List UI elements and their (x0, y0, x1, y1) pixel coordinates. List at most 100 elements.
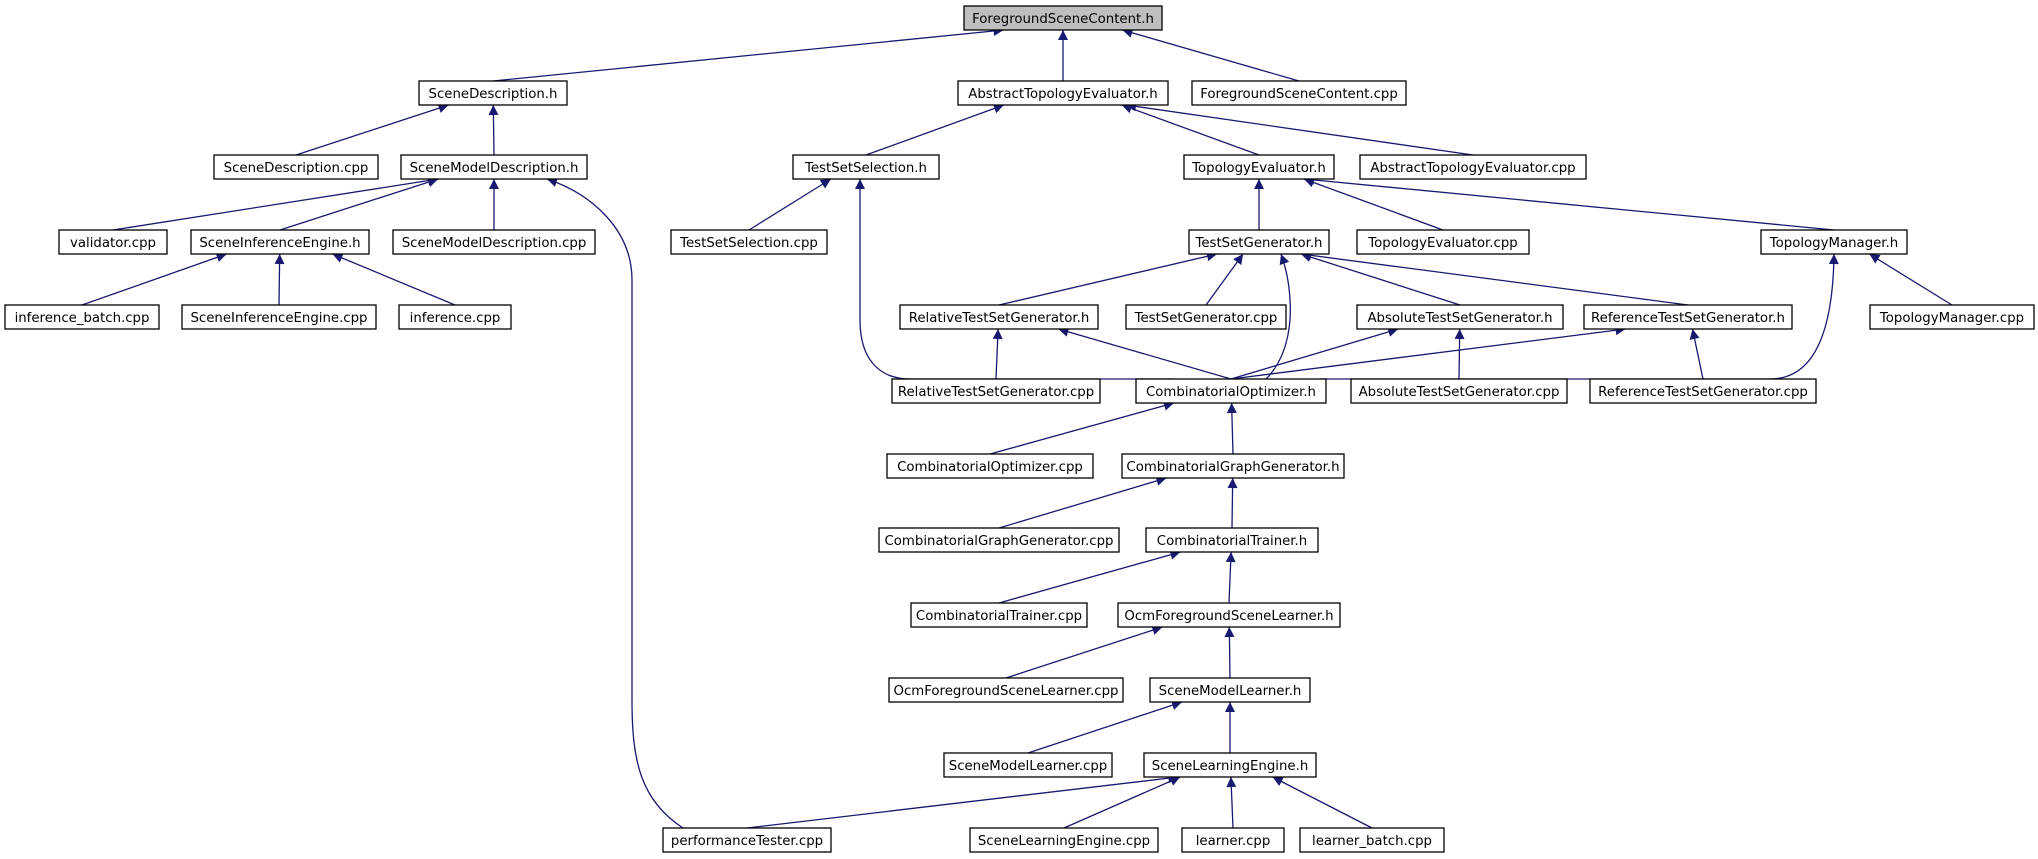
node-atsg-cpp[interactable]: AbsoluteTestSetGenerator.cpp (1350, 378, 1568, 404)
node-ofsl-h[interactable]: OcmForegroundSceneLearner.h (1117, 602, 1341, 628)
edge-tss-h-to-ate-h (865, 103, 1005, 156)
node-reftsg-cpp[interactable]: ReferenceTestSetGenerator.cpp (1589, 378, 1817, 404)
node-sd-cpp[interactable]: SceneDescription.cpp (213, 154, 379, 180)
node-fsc-h[interactable]: ForegroundSceneContent.h (963, 5, 1163, 31)
node-validator[interactable]: validator.cpp (58, 229, 168, 255)
node-label: SceneModelLearner.h (1159, 684, 1302, 699)
edge-sd-h-to-fsc-h (492, 26, 1004, 82)
node-box (392, 229, 596, 255)
node-rtsg-h[interactable]: RelativeTestSetGenerator.h (899, 304, 1099, 330)
node-box (878, 527, 1120, 553)
node-sd-h[interactable]: SceneDescription.h (418, 80, 568, 106)
node-box (400, 154, 588, 180)
node-label: ForegroundSceneContent.h (972, 12, 1154, 27)
node-label: OcmForegroundSceneLearner.h (1124, 609, 1333, 624)
node-box (1121, 453, 1345, 479)
node-ib-cpp[interactable]: inference_batch.cpp (4, 304, 160, 330)
node-ate-cpp[interactable]: AbstractTopologyEvaluator.cpp (1359, 154, 1587, 180)
edge-atsg-cpp-to-atsg-h (1454, 328, 1465, 380)
node-ct-h[interactable]: CombinatorialTrainer.h (1145, 527, 1319, 553)
node-co-cpp[interactable]: CombinatorialOptimizer.cpp (886, 453, 1094, 479)
node-label: ForegroundSceneContent.cpp (1200, 87, 1398, 102)
node-co-h[interactable]: CombinatorialOptimizer.h (1135, 378, 1327, 404)
node-fsc-cpp[interactable]: ForegroundSceneContent.cpp (1191, 80, 1407, 106)
node-box (58, 229, 168, 255)
edge-fsc-cpp-to-fsc-h (1122, 27, 1300, 82)
edge-inf-cpp-to-sie-h (332, 253, 456, 306)
node-box (899, 304, 1099, 330)
node-label: ReferenceTestSetGenerator.h (1591, 311, 1785, 326)
node-label: SceneModelLearner.cpp (949, 759, 1107, 774)
node-label: AbstractTopologyEvaluator.h (968, 87, 1157, 102)
node-label: CombinatorialOptimizer.h (1146, 385, 1316, 400)
node-sml-cpp[interactable]: SceneModelLearner.cpp (943, 752, 1113, 778)
node-reftsg-h[interactable]: ReferenceTestSetGenerator.h (1583, 304, 1793, 330)
edge-co-h-to-reftsg-h (1230, 325, 1626, 380)
edge-ofsl-h-to-ct-h (1225, 551, 1236, 604)
node-tsg-cpp[interactable]: TestSetGenerator.cpp (1125, 304, 1287, 330)
node-label: SceneLearningEngine.cpp (978, 834, 1150, 849)
node-label: CombinatorialGraphGenerator.h (1126, 460, 1339, 475)
node-learner-cpp[interactable]: learner.cpp (1181, 827, 1285, 853)
node-label: learner_batch.cpp (1312, 834, 1432, 849)
node-label: TopologyManager.cpp (1879, 311, 2024, 326)
node-cgg-cpp[interactable]: CombinatorialGraphGenerator.cpp (878, 527, 1120, 553)
edge-sle-cpp-to-sle-h (1063, 776, 1181, 829)
edge-ate-cpp-to-ate-h (1125, 101, 1474, 156)
node-te-cpp[interactable]: TopologyEvaluator.cpp (1356, 229, 1530, 255)
edge-learner-cpp-to-sle-h (1226, 776, 1237, 829)
node-box (1359, 154, 1587, 180)
node-sle-h[interactable]: SceneLearningEngine.h (1143, 752, 1317, 778)
node-label: RelativeTestSetGenerator.h (909, 311, 1090, 326)
edge-cgg-cpp-to-cgg-h (998, 476, 1167, 529)
node-label: SceneDescription.cpp (224, 161, 369, 176)
node-label: AbstractTopologyEvaluator.cpp (1370, 161, 1575, 176)
node-rtsg-cpp[interactable]: RelativeTestSetGenerator.cpp (891, 378, 1101, 404)
node-te-h[interactable]: TopologyEvaluator.h (1183, 154, 1335, 180)
node-box (213, 154, 379, 180)
edge-ib-cpp-to-sie-h (81, 252, 227, 306)
edge-tm-cpp-to-tm-h (1869, 253, 1953, 306)
node-box (1145, 527, 1319, 553)
node-tsg-h[interactable]: TestSetGenerator.h (1188, 229, 1330, 255)
node-sie-cpp[interactable]: SceneInferenceEngine.cpp (181, 304, 377, 330)
node-ct-cpp[interactable]: CombinatorialTrainer.cpp (910, 602, 1088, 628)
node-box (1135, 378, 1327, 404)
node-box (1356, 304, 1564, 330)
edge-cgg-h-to-co-h (1226, 402, 1237, 455)
node-box (418, 80, 568, 106)
edge-ct-h-to-cgg-h (1227, 477, 1238, 529)
node-box (1356, 229, 1530, 255)
node-lb-cpp[interactable]: learner_batch.cpp (1299, 827, 1445, 853)
node-box (886, 453, 1094, 479)
edge-co-h-to-atsg-h (1230, 327, 1399, 380)
node-smd-h[interactable]: SceneModelDescription.h (400, 154, 588, 180)
node-box (1760, 229, 1908, 255)
node-pt-cpp[interactable]: performanceTester.cpp (662, 827, 832, 853)
node-sle-cpp[interactable]: SceneLearningEngine.cpp (969, 827, 1159, 853)
node-box (943, 752, 1113, 778)
node-tss-h[interactable]: TestSetSelection.h (792, 154, 940, 180)
node-sie-h[interactable]: SceneInferenceEngine.h (190, 229, 370, 255)
edge-tsg-cpp-to-tsg-h (1205, 253, 1244, 306)
edge-sd-cpp-to-sd-h (295, 103, 449, 156)
edge-co-cpp-to-co-h (989, 400, 1175, 455)
node-cgg-h[interactable]: CombinatorialGraphGenerator.h (1121, 453, 1345, 479)
node-tss-cpp[interactable]: TestSetSelection.cpp (670, 229, 828, 255)
node-label: TopologyEvaluator.h (1191, 161, 1326, 176)
edge-rtsg-h-to-tsg-h (998, 251, 1218, 306)
node-tm-h[interactable]: TopologyManager.h (1760, 229, 1908, 255)
node-tm-cpp[interactable]: TopologyManager.cpp (1869, 304, 2035, 330)
node-ate-h[interactable]: AbstractTopologyEvaluator.h (957, 80, 1169, 106)
edge-reftsg-h-to-tsg-h (1300, 250, 1689, 306)
node-ofsl-cpp[interactable]: OcmForegroundSceneLearner.cpp (888, 677, 1124, 703)
edge-sie-cpp-to-sie-h (274, 253, 285, 306)
node-sml-h[interactable]: SceneModelLearner.h (1149, 677, 1311, 703)
node-box (1143, 752, 1317, 778)
node-box (398, 304, 512, 330)
node-inf-cpp[interactable]: inference.cpp (398, 304, 512, 330)
edge-rtsg-cpp-to-rtsg-h (992, 328, 1003, 380)
node-smd-cpp[interactable]: SceneModelDescription.cpp (392, 229, 596, 255)
node-atsg-h[interactable]: AbsoluteTestSetGenerator.h (1356, 304, 1564, 330)
